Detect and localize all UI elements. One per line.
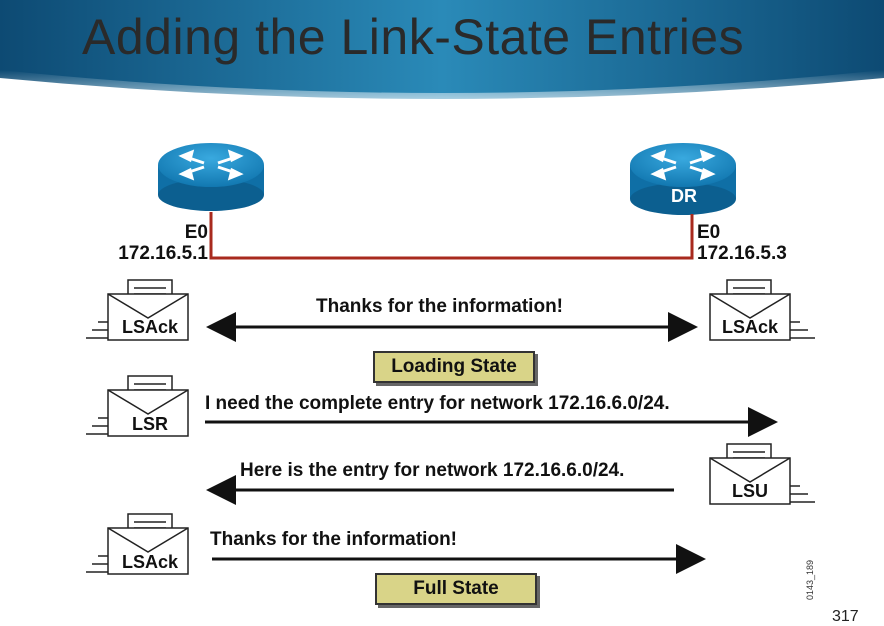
- right-interface-label: E0: [697, 222, 721, 243]
- page-number: 317: [832, 608, 859, 625]
- packet-label: LSU: [732, 481, 768, 501]
- page-title: Adding the Link-State Entries: [82, 9, 745, 65]
- full-state-box: Full State: [375, 573, 537, 605]
- envelope-icon: [709, 279, 815, 341]
- title-banner: [0, 0, 884, 120]
- dr-label: DR: [671, 186, 697, 206]
- left-interface-label: E0: [184, 222, 208, 243]
- packet-label: LSAck: [721, 317, 779, 337]
- message-text: Thanks for the information!: [210, 529, 457, 550]
- ethernet-link: [209, 212, 694, 260]
- loading-state-box: Loading State: [373, 351, 535, 383]
- packet-label: LSR: [132, 414, 168, 434]
- envelope-icon: [86, 513, 189, 575]
- packet-label: LSAck: [121, 552, 179, 572]
- packet-label: LSAck: [121, 317, 179, 337]
- envelope-icon: [86, 375, 189, 437]
- message-text: Thanks for the information!: [316, 296, 563, 317]
- router-left-icon: [158, 143, 264, 211]
- right-ip-label: 172.16.5.3: [697, 243, 787, 264]
- envelope-icon: [709, 443, 815, 505]
- message-text: I need the complete entry for network 17…: [205, 393, 670, 414]
- envelope-icon: [86, 279, 189, 341]
- message-text: Here is the entry for network 172.16.6.0…: [240, 460, 625, 481]
- router-right-icon: [630, 143, 736, 215]
- figure-id: 0143_189: [805, 559, 815, 600]
- left-ip-label: 172.16.5.1: [118, 243, 208, 264]
